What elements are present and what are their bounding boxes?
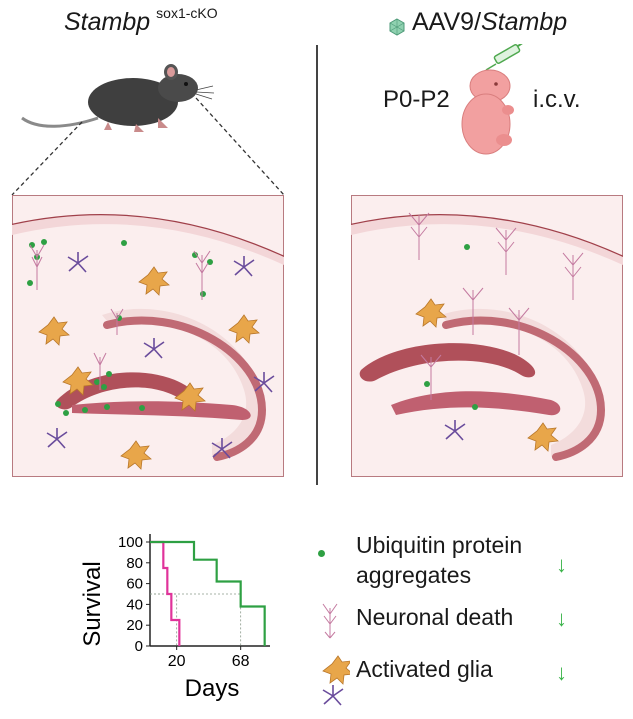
survival-chart: 0 20 40 60 80 100 20 68 Survival Days bbox=[79, 534, 270, 702]
mouse-illustration bbox=[21, 64, 215, 132]
y-tick-label: 60 bbox=[126, 576, 143, 593]
legend-label-activated-glia: Activated glia bbox=[356, 656, 493, 682]
x-tick-label: 68 bbox=[232, 653, 250, 670]
legend-label-neuronal-death: Neuronal death bbox=[356, 604, 514, 630]
activated-glia-cells bbox=[38, 266, 260, 470]
y-tick-label: 0 bbox=[135, 638, 143, 655]
down-arrow-icon: ↓ bbox=[556, 552, 567, 577]
legend: Ubiquitin protein aggregates ↓ Neuronal … bbox=[310, 530, 620, 710]
neuron-cells bbox=[29, 244, 211, 390]
down-arrow-icon: ↓ bbox=[556, 660, 567, 685]
y-axis-label: Survival bbox=[79, 561, 106, 646]
injection-route: i.c.v. bbox=[533, 86, 581, 113]
injection-age: P0-P2 bbox=[383, 86, 450, 113]
median-line bbox=[150, 593, 242, 646]
x-axis-label: Days bbox=[185, 675, 240, 702]
neuron-icon bbox=[322, 603, 338, 639]
left-title-gene: Stambp bbox=[64, 8, 151, 36]
survival-series-line bbox=[150, 540, 266, 646]
x-tick-label: 20 bbox=[168, 653, 186, 670]
right-title-gene: Stambp bbox=[481, 8, 568, 36]
aggregate-dots bbox=[424, 244, 478, 410]
ko-brain-section bbox=[12, 195, 284, 477]
right-title-prefix: AAV9/ bbox=[412, 8, 482, 36]
rescue-brain-section bbox=[351, 195, 623, 477]
glia-icon bbox=[322, 655, 350, 706]
left-title: Stambp sox1-cKO bbox=[64, 5, 218, 37]
activated-glia-cells bbox=[415, 298, 559, 452]
legend-label-aggregates: Ubiquitin protein aggregates bbox=[356, 532, 523, 588]
pup-illustration bbox=[461, 44, 523, 155]
virus-capsid-icon bbox=[388, 14, 406, 36]
right-title: AAV9/Stambp bbox=[388, 8, 567, 37]
microglia-cells bbox=[444, 420, 466, 441]
down-arrow-icon: ↓ bbox=[556, 606, 567, 631]
panel-divider bbox=[316, 45, 318, 485]
y-tick-label: 100 bbox=[118, 534, 143, 551]
dot-icon bbox=[318, 550, 325, 557]
y-tick-label: 80 bbox=[126, 555, 143, 572]
y-tick-label: 40 bbox=[126, 596, 143, 613]
neuron-cells bbox=[408, 212, 584, 400]
microglia-cells bbox=[46, 252, 275, 459]
syringe-icon bbox=[485, 44, 523, 71]
aggregate-dots bbox=[27, 239, 213, 416]
zoom-lines bbox=[11, 97, 285, 196]
survival-series-line bbox=[150, 540, 181, 646]
left-title-superscript: sox1-cKO bbox=[156, 5, 218, 21]
y-tick-label: 20 bbox=[126, 617, 143, 634]
